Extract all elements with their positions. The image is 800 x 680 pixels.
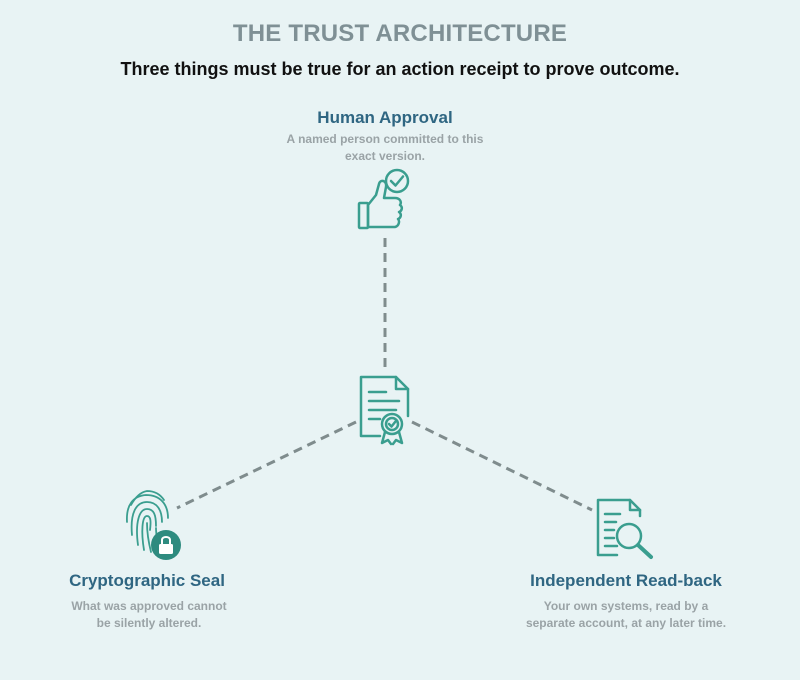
approval-description: A named person committed to this exact v… xyxy=(265,131,505,165)
thumbs-up-check-icon xyxy=(357,168,410,230)
connectors xyxy=(176,238,593,512)
seal-desc-line1: What was approved cannot xyxy=(71,599,227,613)
readback-desc-line2: separate account, at any later time. xyxy=(525,616,727,630)
document-magnifier-icon xyxy=(596,498,653,559)
approval-title: Human Approval xyxy=(317,108,453,127)
page-subtitle: Three things must be true for an action … xyxy=(120,59,680,79)
readback-title: Independent Read-back xyxy=(530,571,722,590)
connector-seal xyxy=(176,420,357,510)
seal-description: What was approved cannot be silently alt… xyxy=(29,598,269,632)
connector-readback xyxy=(411,420,593,512)
readback-description: Your own systems, read by a separate acc… xyxy=(491,598,761,632)
approval-desc-line1: A named person committed to this xyxy=(286,132,484,146)
fingerprint-lock-icon xyxy=(126,490,181,560)
readback-desc-line1: Your own systems, read by a xyxy=(543,599,709,613)
page-title: THE TRUST ARCHITECTURE xyxy=(232,20,568,47)
certificate-document-icon xyxy=(359,375,410,446)
seal-desc-line2: be silently altered. xyxy=(96,616,202,630)
approval-desc-line2: exact version. xyxy=(344,149,426,163)
seal-title: Cryptographic Seal xyxy=(69,571,225,590)
